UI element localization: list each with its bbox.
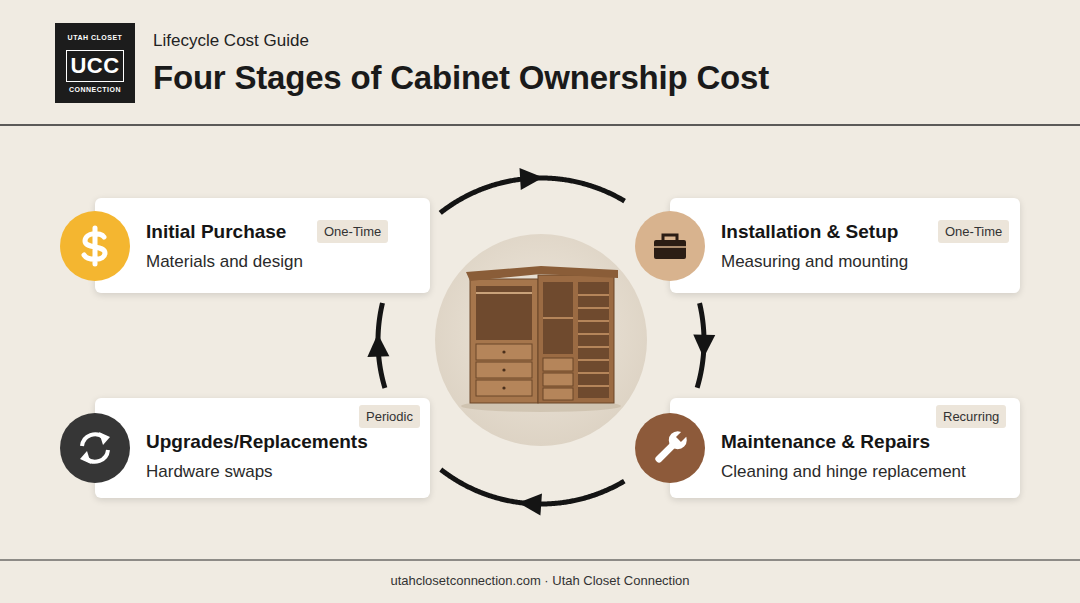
stage-card: Upgrades/ReplacementsHardware swaps Perio… xyxy=(95,398,430,498)
stage-description: Hardware swaps xyxy=(146,462,273,482)
arrow-head xyxy=(518,493,542,515)
frequency-label: One-Time xyxy=(938,220,1009,243)
dollar-symbol xyxy=(84,228,105,264)
icon-circle xyxy=(60,413,130,483)
cycle-arrow xyxy=(440,168,624,213)
arrow-head xyxy=(367,334,389,357)
wrench-symbol xyxy=(650,426,692,468)
logo-box: UTAH CLOSET CONNECTION UCC xyxy=(55,23,135,103)
toolbox-icon xyxy=(635,211,705,281)
icon-symbol xyxy=(80,432,110,464)
footer-credit: utahclosetconnection.com · Utah Closet C… xyxy=(0,573,1080,589)
frequency-badge: Recurring xyxy=(936,405,1006,428)
cabinet-opening xyxy=(578,282,609,398)
toolbox-handle xyxy=(663,235,677,240)
wrench-notch xyxy=(676,430,688,442)
refresh-head xyxy=(99,432,110,445)
icon-symbol xyxy=(84,228,105,264)
cabinet-drawer xyxy=(476,380,532,396)
icon-graphic xyxy=(635,413,705,483)
stage-description: Measuring and mounting xyxy=(721,252,908,272)
icon-circle xyxy=(60,211,130,281)
hanging-rod xyxy=(476,292,532,294)
cabinet-opening xyxy=(543,282,573,354)
arrow-head xyxy=(693,334,715,357)
stage-card: Maintenance & RepairsCleaning and hinge … xyxy=(670,398,1020,498)
refresh-icon xyxy=(60,413,130,483)
stage-title: Installation & Setup xyxy=(721,221,898,243)
drawer-knob xyxy=(502,350,505,353)
cabinet-right-unit xyxy=(538,275,614,403)
stage-title: Upgrades/Replacements xyxy=(146,431,368,453)
cabinet-opening xyxy=(476,286,532,340)
icon-graphic xyxy=(635,211,705,281)
cycle-arrow xyxy=(441,470,624,516)
wrench-head xyxy=(665,427,690,452)
logo-text: UTAH CLOSET xyxy=(55,34,135,42)
cabinet-drawer xyxy=(476,344,532,360)
frequency-badge: Periodic xyxy=(359,405,420,428)
icon-symbol xyxy=(650,426,692,468)
cabinet-top xyxy=(466,266,618,281)
cabinet-drawer xyxy=(543,388,573,400)
frequency-badge: One-Time xyxy=(317,220,388,243)
stage-description: Cleaning and hinge replacement xyxy=(721,462,966,482)
toolbox-body xyxy=(654,240,686,259)
frequency-label: Periodic xyxy=(359,405,420,428)
cabinet-drawer xyxy=(543,358,573,371)
cabinet-drawer xyxy=(476,362,532,378)
drawer-knob xyxy=(502,386,505,389)
logo-monogram-box: UCC xyxy=(66,50,124,82)
logo-text: CONNECTION xyxy=(55,86,135,94)
hub-circle xyxy=(435,234,647,446)
stage-card: Initial PurchaseMaterials and design One-… xyxy=(95,198,430,293)
cycle-arrow xyxy=(693,303,715,388)
dollar-icon xyxy=(60,211,130,281)
stage-card: Installation & SetupMeasuring and mounti… xyxy=(670,198,1020,293)
frequency-label: One-Time xyxy=(317,220,388,243)
cycle-arrow xyxy=(367,303,389,388)
stage-title: Initial Purchase xyxy=(146,221,286,243)
frequency-label: Recurring xyxy=(936,405,1006,428)
cabinet-drawer xyxy=(543,373,573,386)
page-title: Four Stages of Cabinet Ownership Cost xyxy=(153,58,769,98)
icon-circle xyxy=(635,211,705,281)
footer-rule xyxy=(0,560,1080,561)
stage-title: Maintenance & Repairs xyxy=(721,431,930,453)
toolbox-lid xyxy=(654,246,686,248)
icon-symbol xyxy=(654,235,686,259)
refresh-head xyxy=(80,451,91,464)
drawer-knob xyxy=(502,368,505,371)
cabinet-illustration xyxy=(461,266,621,412)
cabinet-shelves xyxy=(578,295,609,386)
stage-description: Materials and design xyxy=(146,252,303,272)
frequency-badge: One-Time xyxy=(938,220,1009,243)
arrow-head xyxy=(520,168,544,190)
icon-graphic xyxy=(60,413,130,483)
cabinet-left-unit xyxy=(470,279,538,403)
header-rule xyxy=(0,124,1080,126)
icon-circle xyxy=(635,413,705,483)
icon-graphic xyxy=(60,211,130,281)
cabinet-shelf xyxy=(543,317,573,319)
logo-monogram: UCC xyxy=(67,51,123,80)
page-kicker: Lifecycle Cost Guide xyxy=(153,31,309,51)
wrench-icon xyxy=(635,413,705,483)
